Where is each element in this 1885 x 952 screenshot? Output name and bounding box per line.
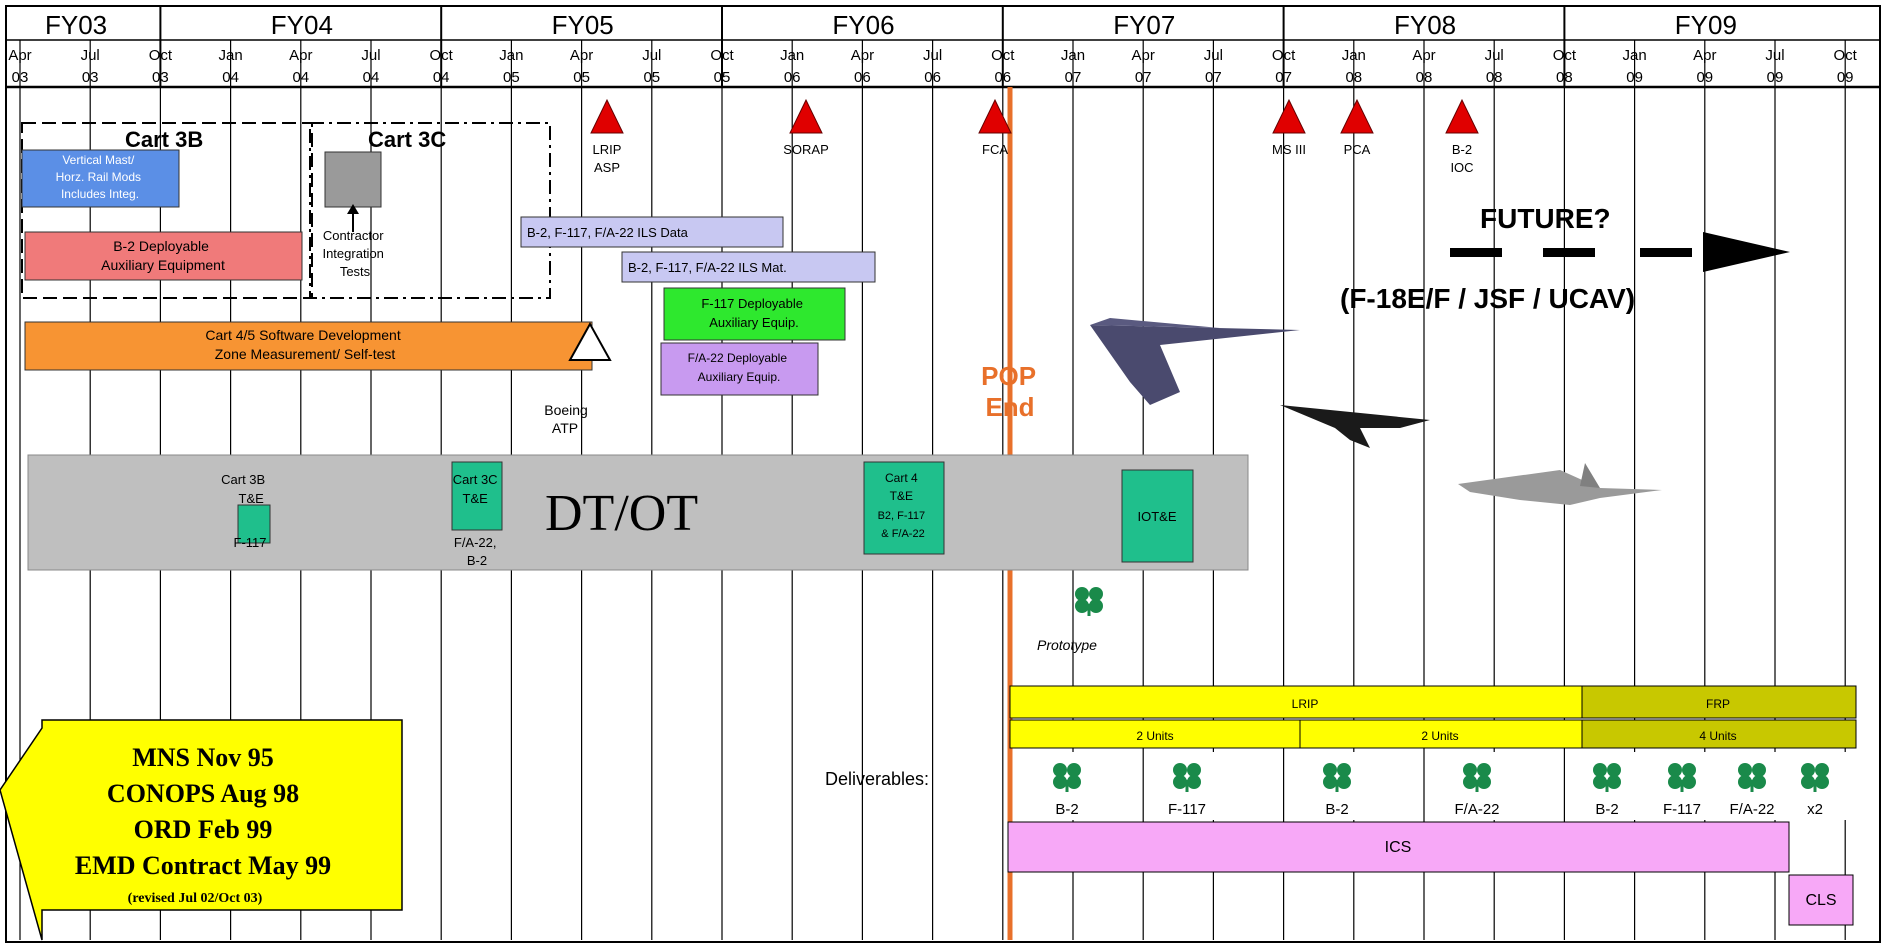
fiscal-year-label: FY08: [1394, 10, 1456, 40]
milestone-label: B-2: [1452, 142, 1472, 157]
cls-text: CLS: [1805, 892, 1836, 909]
deliverable-label: B-2: [1055, 801, 1078, 818]
milestone-label: LRIP: [593, 142, 622, 157]
units-text-1: 2 Units: [1136, 729, 1173, 743]
iote-box: [1121, 469, 1194, 563]
ils-mat-box: [621, 251, 876, 283]
deliverable-label: F-117: [1168, 801, 1206, 818]
cart-3b-frame: [21, 122, 313, 299]
lrip-bar: [1009, 685, 1583, 719]
lrip-text: LRIP: [1292, 697, 1319, 711]
future-dash-2: [1543, 248, 1595, 257]
b2-aux-box: [24, 231, 303, 281]
deliverable-label: B-2: [1595, 801, 1618, 818]
boeing-atp-text: Boeing ATP: [544, 402, 591, 436]
dtot-band: [27, 454, 1249, 571]
cart-3c-title: Cart 3C: [368, 127, 446, 152]
contractor-box: [324, 151, 382, 208]
milestone-label: FCA: [982, 142, 1008, 157]
deliverables-label: Deliverables:: [825, 769, 929, 789]
ics-text: ICS: [1385, 839, 1412, 856]
milestone-label: PCA: [1344, 142, 1371, 157]
cart-3b-title: Cart 3B: [125, 127, 203, 152]
milestone-label: IOC: [1450, 160, 1473, 175]
fiscal-year-label: FY04: [271, 10, 333, 40]
ils-mat-text: B-2, F-117, F/A-22 ILS Mat.: [628, 260, 787, 275]
f117-aux-text: F-117 Deployable Auxiliary Equip.: [701, 296, 806, 330]
cart3b-te-text: Cart 3B T&E F-117: [221, 472, 269, 550]
software-dev-bar: [24, 321, 593, 371]
f117-aircraft-image: [1280, 405, 1430, 448]
deliverable-label: F/A-22: [1454, 801, 1499, 818]
cart4-te-box: [863, 461, 945, 555]
frp-text: FRP: [1706, 697, 1730, 711]
b2-aux-text: B-2 Deployable Auxiliary Equipment: [101, 238, 225, 273]
vertical-mast-text: Vertical Mast/ Horz. Rail Mods Includes …: [56, 153, 145, 201]
software-dev-text: Cart 4/5 Software Development Zone Measu…: [205, 327, 404, 362]
units-bar-2: [1299, 719, 1583, 749]
dtot-label: DT/OT: [545, 485, 698, 542]
iote-text: IOT&E: [1137, 509, 1176, 524]
cart3c-te-box: [451, 461, 503, 531]
contractor-arrow-head: [347, 204, 359, 214]
prototype-text: Prototype: [1037, 637, 1097, 653]
deliverables-row: B-2 F-117 B-2 F/A-22 B-2 F-117 F/A-22 x2: [1035, 752, 1847, 820]
milestone-label: ASP: [594, 160, 620, 175]
units-text-2: 2 Units: [1421, 729, 1458, 743]
fiscal-year-label: FY03: [45, 10, 107, 40]
deliverable-label: B-2: [1325, 801, 1348, 818]
ics-bar: [1007, 821, 1790, 873]
deliverable-label: F-117: [1663, 801, 1701, 818]
milestone-label: MS III: [1272, 142, 1306, 157]
b2-aircraft-image: [1090, 318, 1300, 405]
frp-bar: [1581, 685, 1857, 719]
fiscal-year-label: FY09: [1675, 10, 1737, 40]
future-dash-1: [1450, 248, 1502, 257]
f117-aux-box: [663, 287, 846, 341]
units-text-3: 4 Units: [1699, 729, 1736, 743]
ils-data-text: B-2, F-117, F/A-22 ILS Data: [527, 225, 689, 240]
contractor-text: Contractor Integration Tests: [322, 228, 387, 279]
units-bar-3: [1581, 719, 1857, 749]
cart-3c-frame: [309, 122, 551, 299]
future-arrow-head: [1703, 232, 1790, 272]
deliverable-label: F/A-22: [1729, 801, 1774, 818]
fiscal-year-label: FY07: [1113, 10, 1175, 40]
history-arrow: [0, 719, 403, 941]
cart3c-te-text: Cart 3C T&E F/A-22, B-2: [453, 472, 501, 568]
vertical-mast-box: [21, 149, 180, 208]
fiscal-year-label: FY06: [832, 10, 894, 40]
units-bar-1: [1009, 719, 1301, 749]
future-arrow: [1450, 232, 1790, 272]
deliverable-label: x2: [1807, 801, 1823, 818]
milestone-triangle: [1445, 98, 1479, 134]
milestone-triangle: [1272, 98, 1306, 134]
future-title: FUTURE?: [1480, 203, 1611, 234]
milestone-triangle: [590, 98, 624, 134]
fiscal-year-label: FY05: [552, 10, 614, 40]
boeing-atp-triangle: [568, 321, 612, 361]
cls-bar: [1788, 874, 1854, 926]
milestone-triangle: [789, 98, 823, 134]
fa22-aux-box: [660, 342, 819, 396]
future-subtitle: (F-18E/F / JSF / UCAV): [1340, 283, 1635, 314]
milestone-label: SORAP: [783, 142, 829, 157]
cart3b-te-box: [237, 504, 271, 544]
fa22-aux-text: F/A-22 Deployable Auxiliary Equip.: [688, 351, 791, 384]
history-text: MNS Nov 95 CONOPS Aug 98 ORD Feb 99 EMD …: [75, 743, 335, 906]
ils-data-box: [520, 216, 784, 248]
milestone-triangle: [978, 98, 1012, 134]
cart4-te-text: Cart 4 T&E B2, F-117 & F/A-22: [878, 471, 929, 540]
milestone-triangle: [1340, 98, 1374, 134]
pop-end-text: POP End: [981, 361, 1043, 422]
fa22-aircraft-image: [1458, 463, 1662, 505]
future-dash-3: [1640, 248, 1692, 257]
